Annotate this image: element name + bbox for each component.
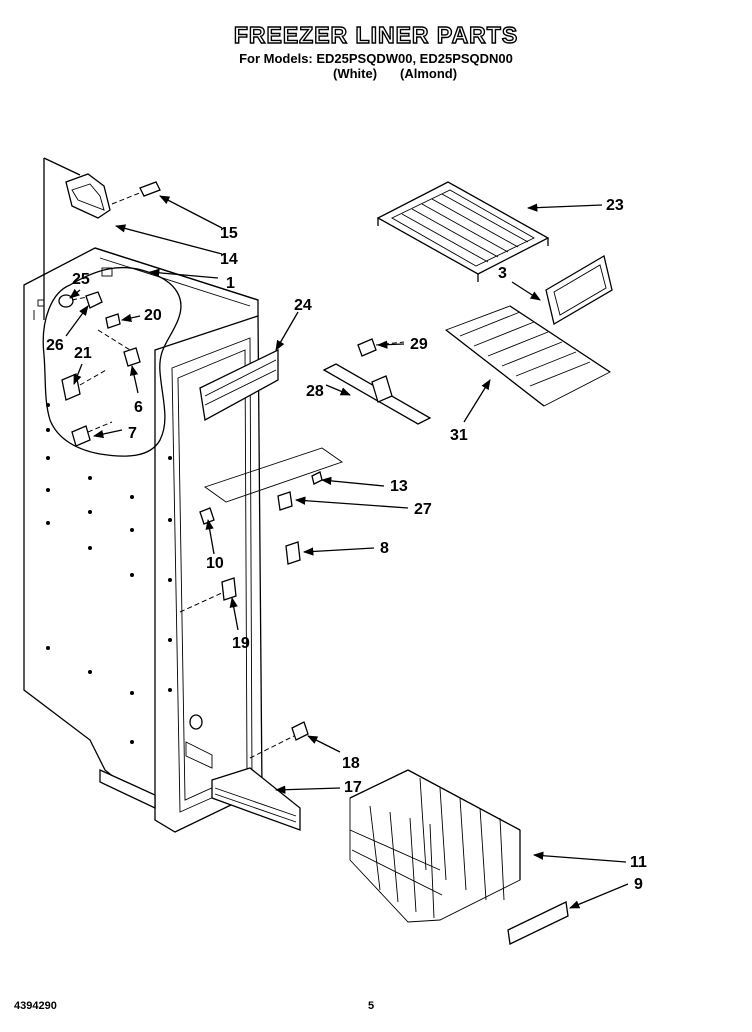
cover-part-24 bbox=[199, 348, 279, 422]
callout-29: 29 bbox=[410, 336, 428, 353]
callout-17: 17 bbox=[344, 779, 362, 796]
models-line: For Models: ED25PSQDW00, ED25PSQDN00 bbox=[239, 51, 513, 66]
part-29 bbox=[357, 338, 405, 357]
part-3-frame bbox=[545, 254, 613, 326]
callout-11: 11 bbox=[630, 854, 647, 871]
basket-part-11 bbox=[349, 769, 521, 923]
variant-white: (White) bbox=[333, 66, 378, 81]
callout-27: 27 bbox=[414, 501, 432, 518]
liner-holes bbox=[46, 403, 172, 744]
callout-8: 8 bbox=[380, 540, 389, 557]
screw-part-15 bbox=[111, 181, 161, 205]
bracket-part-14 bbox=[65, 173, 111, 219]
callout-10: 10 bbox=[206, 555, 224, 572]
callout-15: 15 bbox=[220, 225, 238, 242]
callout-13: 13 bbox=[390, 478, 408, 495]
callout-31: 31 bbox=[450, 427, 468, 444]
callout-14: 14 bbox=[220, 251, 238, 268]
callout-7: 7 bbox=[128, 425, 137, 442]
callout-19: 19 bbox=[232, 635, 250, 652]
part-18 bbox=[249, 721, 309, 759]
part-9-strip bbox=[507, 901, 569, 945]
page-number: 5 bbox=[368, 1000, 375, 1012]
part-13-screw bbox=[311, 471, 323, 485]
callout-26: 26 bbox=[46, 337, 64, 354]
callout-6: 6 bbox=[134, 399, 143, 416]
variant-almond: (Almond) bbox=[400, 66, 458, 81]
callout-3: 3 bbox=[498, 265, 507, 282]
callout-24: 24 bbox=[294, 297, 312, 314]
callout-20: 20 bbox=[144, 307, 162, 324]
panel-part-13 bbox=[204, 447, 343, 503]
callout-28: 28 bbox=[306, 383, 324, 400]
part-27 bbox=[277, 491, 293, 511]
callout-9: 9 bbox=[634, 876, 643, 893]
callout-1: 1 bbox=[226, 275, 235, 292]
part-8 bbox=[285, 541, 301, 565]
freezer-liner-part-1 bbox=[23, 157, 263, 833]
leader-arrows bbox=[65, 195, 629, 909]
callout-18: 18 bbox=[342, 755, 360, 772]
callout-21: 21 bbox=[74, 345, 92, 362]
part-19 bbox=[179, 577, 237, 613]
document-number: 4394290 bbox=[14, 1000, 57, 1012]
shelf-part-31 bbox=[445, 305, 611, 407]
callout-23: 23 bbox=[606, 197, 624, 214]
callout-labels: 1 3 6 7 8 9 10 11 13 14 15 17 18 19 20 2… bbox=[46, 197, 647, 893]
shelf-part-23 bbox=[376, 181, 550, 282]
callout-25: 25 bbox=[72, 271, 90, 288]
diagram-title: FREEZER LINER PARTS bbox=[233, 21, 519, 48]
part-28-bracket bbox=[322, 363, 432, 425]
part-17 bbox=[211, 767, 301, 831]
